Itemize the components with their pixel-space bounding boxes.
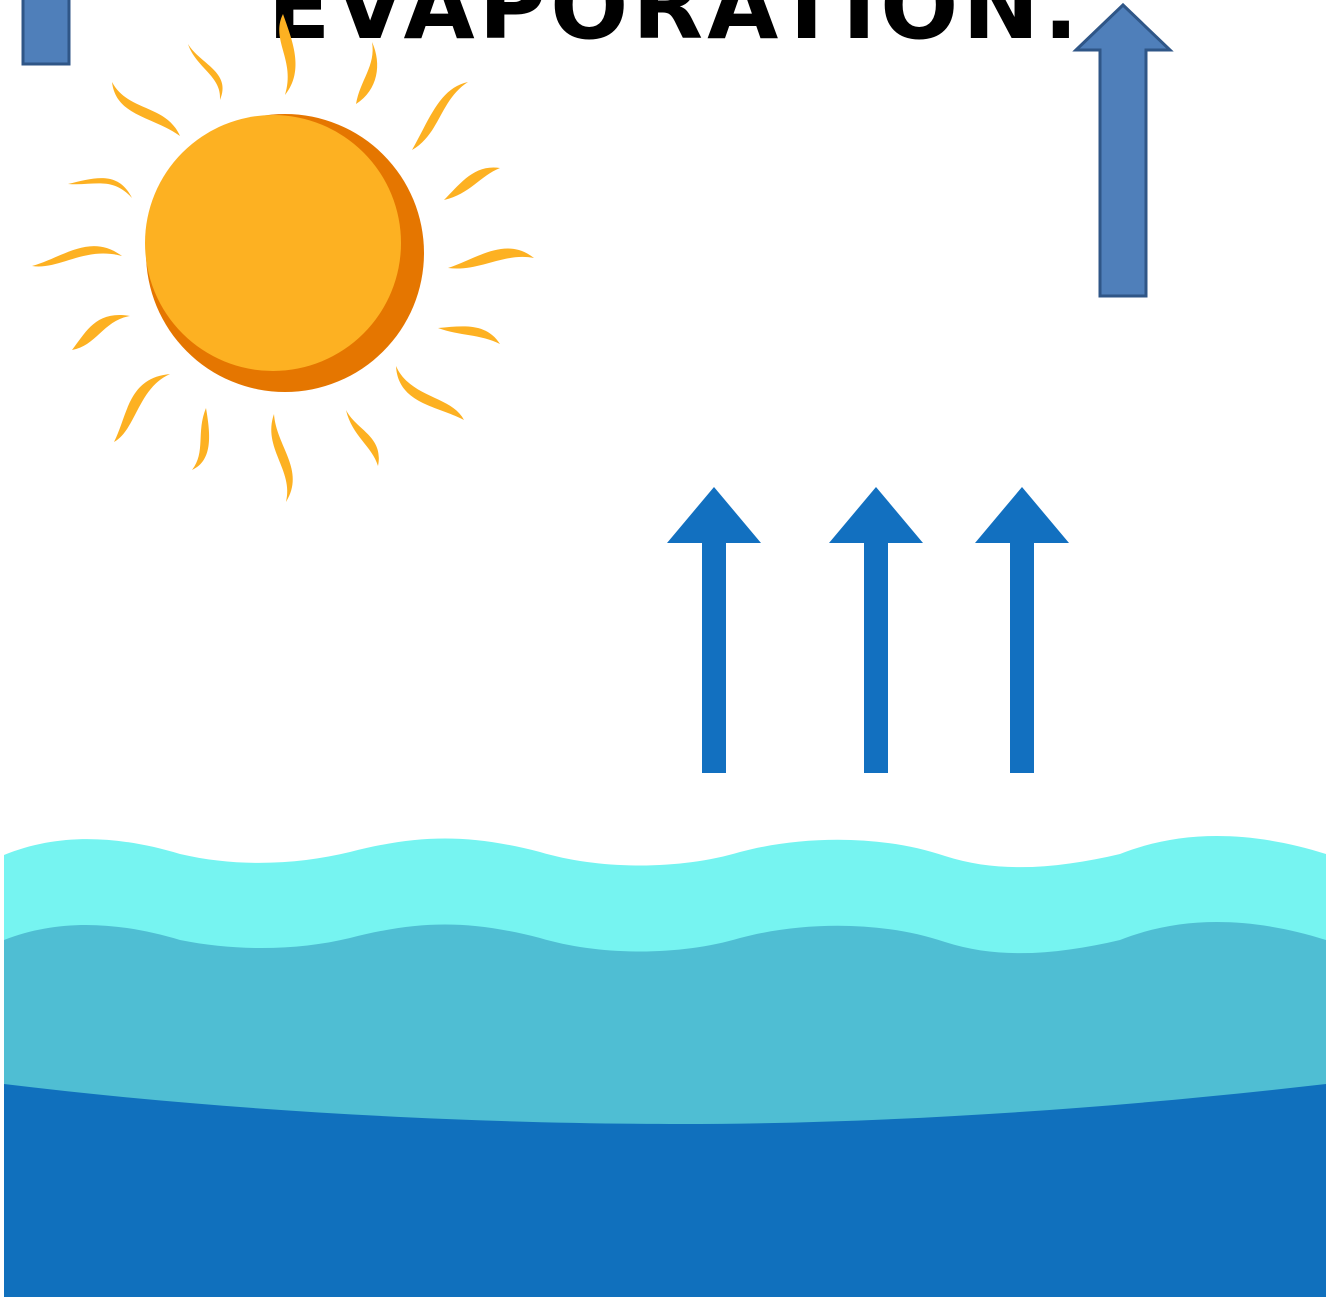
up-arrow-icon bbox=[1072, 2, 1174, 298]
sun-ray bbox=[279, 14, 296, 95]
vapor-arrow bbox=[975, 487, 1069, 773]
sun-ray bbox=[112, 82, 180, 136]
sun-ray bbox=[356, 42, 378, 104]
sun-ray bbox=[346, 410, 379, 466]
sun-ray bbox=[68, 178, 132, 198]
water-deep-layer bbox=[4, 1084, 1326, 1297]
sun-ray bbox=[438, 326, 500, 344]
sun-ray bbox=[448, 248, 534, 269]
up-arrow-icon bbox=[829, 487, 923, 773]
up-arrow-icon bbox=[975, 487, 1069, 773]
sun-ray bbox=[192, 408, 210, 470]
sun-ray bbox=[396, 366, 464, 420]
sun-ray bbox=[72, 314, 130, 350]
up-arrow-icon bbox=[21, 0, 71, 66]
sun-body bbox=[145, 115, 401, 371]
sun-ray bbox=[271, 414, 293, 502]
vapor-arrow bbox=[829, 487, 923, 773]
vapor-arrows bbox=[667, 487, 1069, 773]
side-arrow-left bbox=[21, 0, 71, 66]
water bbox=[4, 836, 1326, 1297]
up-arrow-icon bbox=[667, 487, 761, 773]
sun-ray bbox=[114, 374, 170, 442]
sun-ray bbox=[412, 82, 468, 150]
sun-rays bbox=[32, 14, 534, 502]
sun-icon bbox=[32, 14, 534, 502]
page-title: EVAPORATION. bbox=[268, 0, 1083, 60]
sun-ray bbox=[32, 246, 122, 267]
vapor-arrow bbox=[667, 487, 761, 773]
sun-ray bbox=[188, 44, 223, 100]
side-arrow-right bbox=[1072, 2, 1174, 298]
sun-ray bbox=[444, 167, 500, 200]
